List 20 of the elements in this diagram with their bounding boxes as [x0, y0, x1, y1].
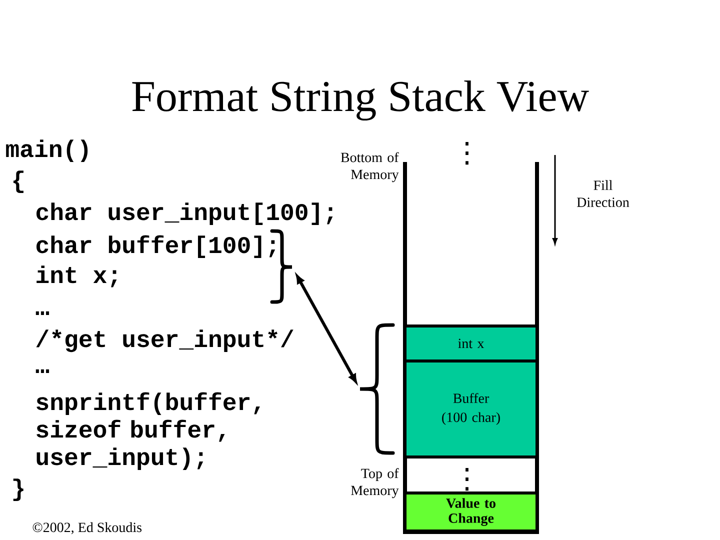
copyright-note: ©2002, Ed Skoudis — [32, 522, 142, 534]
code-line: char user_input[100]; — [36, 202, 333, 225]
title: Format String Stack View — [132, 80, 589, 120]
memory-label: Bottom of Memory — [340, 152, 399, 182]
vertical-ellipsis: ⋮ — [466, 468, 468, 491]
code-line: } — [13, 478, 24, 501]
stack-cell: int x — [404, 324, 538, 362]
code-line: char buffer[100]; — [36, 235, 276, 258]
vertical-ellipsis: ⋮ — [466, 142, 468, 165]
code-line: int x; — [36, 266, 117, 288]
code-line: … — [36, 369, 50, 373]
brace — [358, 323, 395, 455]
memory-label: Top of Memory — [351, 468, 399, 498]
code-line: { — [13, 170, 24, 193]
stack-cell: Value to Change — [404, 492, 538, 532]
code-line: … — [36, 311, 50, 315]
code-line: main() — [6, 140, 88, 162]
code-line: snprintf(buffer, sizeof buffer, user_input); — [36, 392, 260, 470]
code-line: /*get user_input*/ — [36, 330, 294, 352]
direction-label: Fill Direction — [576, 180, 630, 208]
